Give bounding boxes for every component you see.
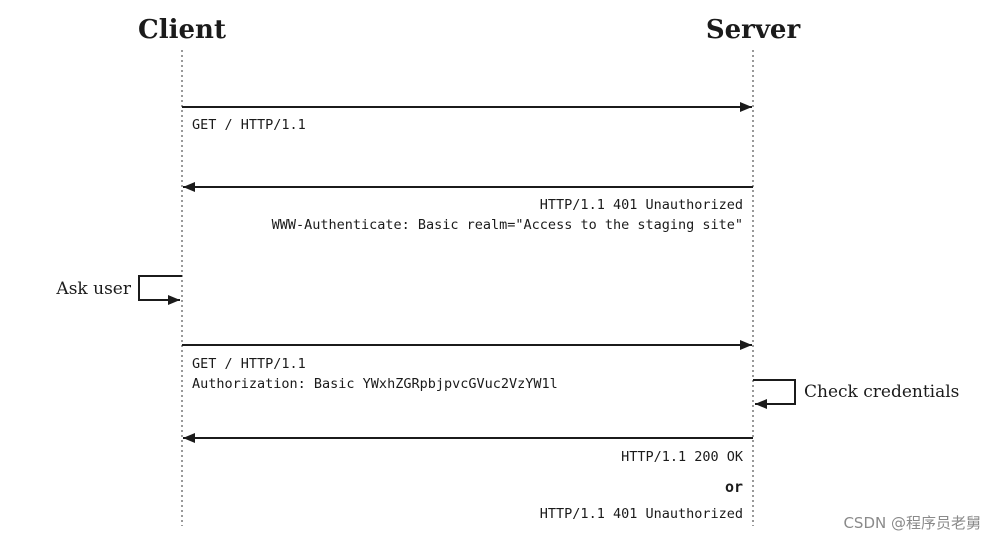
check-credentials-loop-arrow [753,379,796,409]
watermark: CSDN @程序员老舅 [843,514,981,532]
response1-header-label: WWW-Authenticate: Basic realm="Access to… [272,217,743,233]
ask-user-label: Ask user [55,279,131,299]
server-title: Server [706,15,801,45]
response2-unauth-label: HTTP/1.1 401 Unauthorized [540,506,743,522]
response2-or-label: or [725,478,743,496]
response2-ok-label: HTTP/1.1 200 OK [621,449,744,465]
check-credentials-label: Check credentials [804,382,959,402]
request2-line-label: GET / HTTP/1.1 [192,356,306,372]
client-title: Client [138,15,226,45]
request2-header-label: Authorization: Basic YWxhZGRpbjpvcGVuc2V… [192,376,558,392]
request1-label: GET / HTTP/1.1 [192,117,306,133]
ask-user-loop-arrow [138,275,182,305]
response1-status-label: HTTP/1.1 401 Unauthorized [540,197,743,213]
